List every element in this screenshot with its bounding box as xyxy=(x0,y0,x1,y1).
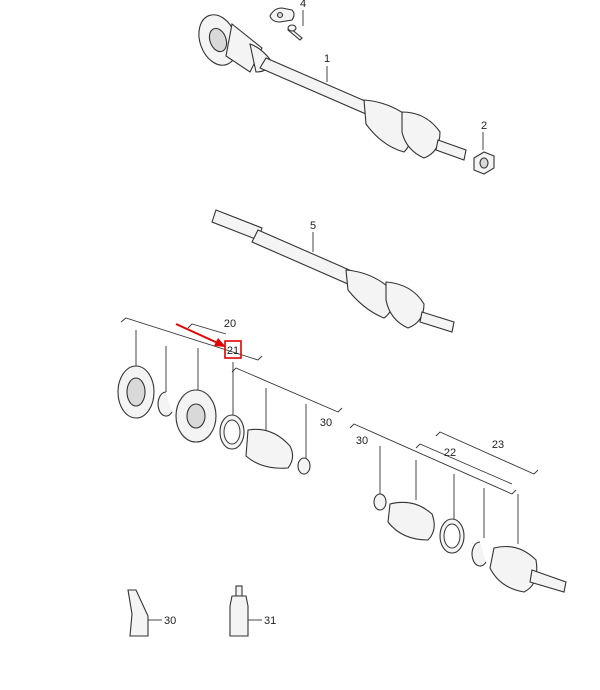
label-31: 31 xyxy=(264,615,276,627)
boot-left xyxy=(245,428,294,469)
group-bracket-23: 23 xyxy=(435,431,539,475)
outer-joint-5 xyxy=(385,281,425,329)
nut-2: 2 xyxy=(473,120,495,175)
grease-tube-30: 30 xyxy=(127,589,176,637)
bolt-head-4 xyxy=(287,24,297,32)
shaft-bar-5 xyxy=(251,229,355,285)
group-bracket-20: 20 xyxy=(120,317,263,361)
label-5: 5 xyxy=(310,220,316,232)
small-clamp-left xyxy=(297,457,311,475)
cv-joint-left xyxy=(175,389,217,443)
flange-joint-1 xyxy=(198,14,263,73)
label-30-right: 30 xyxy=(356,435,368,447)
bolt-and-plate-4: 4 xyxy=(269,0,306,41)
circlip-right xyxy=(471,541,487,567)
right-exploded-assembly xyxy=(373,446,567,593)
outer-joint-1 xyxy=(401,111,441,159)
label-1: 1 xyxy=(324,53,330,65)
splined-end-5 xyxy=(211,209,263,241)
red-arrow xyxy=(175,323,221,345)
clamp-right xyxy=(439,518,465,554)
clamp-left xyxy=(219,414,245,450)
red-arrowhead xyxy=(214,338,226,347)
small-clamp-right xyxy=(373,493,387,511)
stub-axle-1 xyxy=(435,139,467,161)
flange-cover xyxy=(117,365,155,419)
boot-right xyxy=(387,501,435,541)
label-20: 20 xyxy=(224,318,236,330)
group-bracket-30-left: 30 xyxy=(231,367,343,429)
circlip-left xyxy=(157,391,173,417)
label-2: 2 xyxy=(481,120,487,132)
label-23: 23 xyxy=(492,439,504,451)
drive-shaft-1: 1 xyxy=(198,14,467,161)
label-30-tube: 30 xyxy=(164,615,176,627)
bottle-31: 31 xyxy=(229,585,276,637)
shaft-bar-1 xyxy=(259,57,373,115)
stub-axle-5 xyxy=(419,311,455,333)
red-highlight-box xyxy=(224,340,242,359)
plate-hole xyxy=(276,11,284,19)
highlight-21: 21 xyxy=(175,323,242,359)
drive-shaft-5: 5 xyxy=(211,209,455,333)
cv-joint-right xyxy=(489,545,567,593)
left-exploded-assembly xyxy=(117,330,311,475)
label-21: 21 xyxy=(227,345,239,357)
label-30-left: 30 xyxy=(320,417,332,429)
group-bracket-22: 22 xyxy=(415,443,513,485)
label-22: 22 xyxy=(444,447,456,459)
group-bracket-30-right: 30 xyxy=(349,423,517,495)
label-4: 4 xyxy=(300,0,306,10)
